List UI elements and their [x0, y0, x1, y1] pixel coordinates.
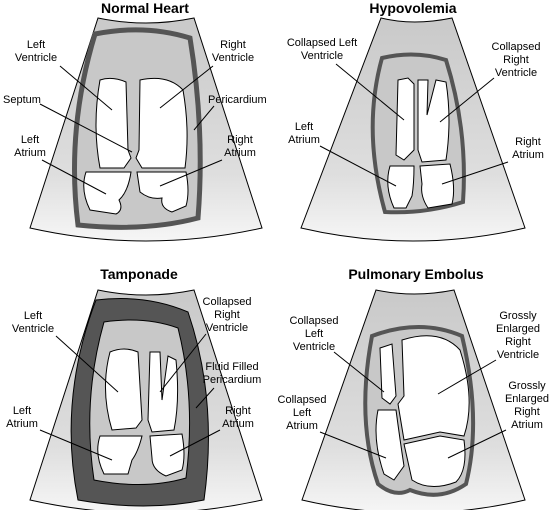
collapsed-left-ventricle-chamber	[395, 77, 415, 161]
collapsed-right-ventricle-chamber	[147, 351, 179, 433]
leader-collapsed-left-atrium	[319, 431, 387, 459]
leader-grossly-enlarged-right-ventricle	[437, 359, 497, 395]
left-ventricle-chamber	[104, 348, 143, 431]
panel-title: Normal Heart	[101, 0, 189, 16]
left-atrium-chamber	[83, 171, 132, 215]
panel-title: Hypovolemia	[369, 0, 456, 16]
leader-collapsed-left-ventricle	[333, 351, 385, 393]
right-atrium-chamber	[419, 163, 455, 209]
right-atrium-chamber	[136, 171, 189, 213]
leader-septum	[39, 103, 133, 153]
label-septum: Septum	[3, 94, 41, 106]
leader-right-ventricle	[159, 65, 214, 109]
leader-collapsed-right-ventricle	[439, 77, 495, 123]
panel-title: Pulmonary Embolus	[348, 266, 484, 282]
leader-right-atrium	[159, 159, 223, 187]
leader-grossly-enlarged-right-atrium	[447, 429, 507, 459]
leader-right-atrium	[169, 429, 221, 457]
leader-left-atrium	[319, 145, 397, 187]
leader-left-ventricle	[55, 335, 119, 393]
leader-collapsed-left-ventricle	[335, 63, 405, 121]
left-ventricle-chamber	[95, 77, 132, 169]
leader-fluid-filled-pericardium	[195, 387, 215, 409]
panel-title: Tamponade	[100, 266, 178, 282]
right-atrium-chamber	[149, 433, 185, 477]
right-ventricle-chamber	[135, 77, 188, 169]
left-atrium-chamber	[97, 435, 143, 475]
grossly-enlarged-right-atrium-chamber	[403, 435, 466, 487]
label-pericardium: Pericardium	[208, 94, 267, 106]
leader-collapsed-right-ventricle	[159, 333, 207, 393]
grossly-enlarged-right-ventricle-chamber	[397, 335, 470, 441]
leader-pericardium	[193, 105, 215, 131]
leader-right-atrium	[441, 161, 509, 185]
collapsed-left-atrium-chamber	[375, 409, 405, 481]
collapsed-right-ventricle-chamber	[417, 79, 450, 163]
leader-left-atrium	[41, 159, 107, 195]
left-atrium-chamber	[387, 165, 415, 209]
leader-left-atrium	[39, 429, 113, 461]
leader-left-ventricle	[59, 65, 113, 111]
